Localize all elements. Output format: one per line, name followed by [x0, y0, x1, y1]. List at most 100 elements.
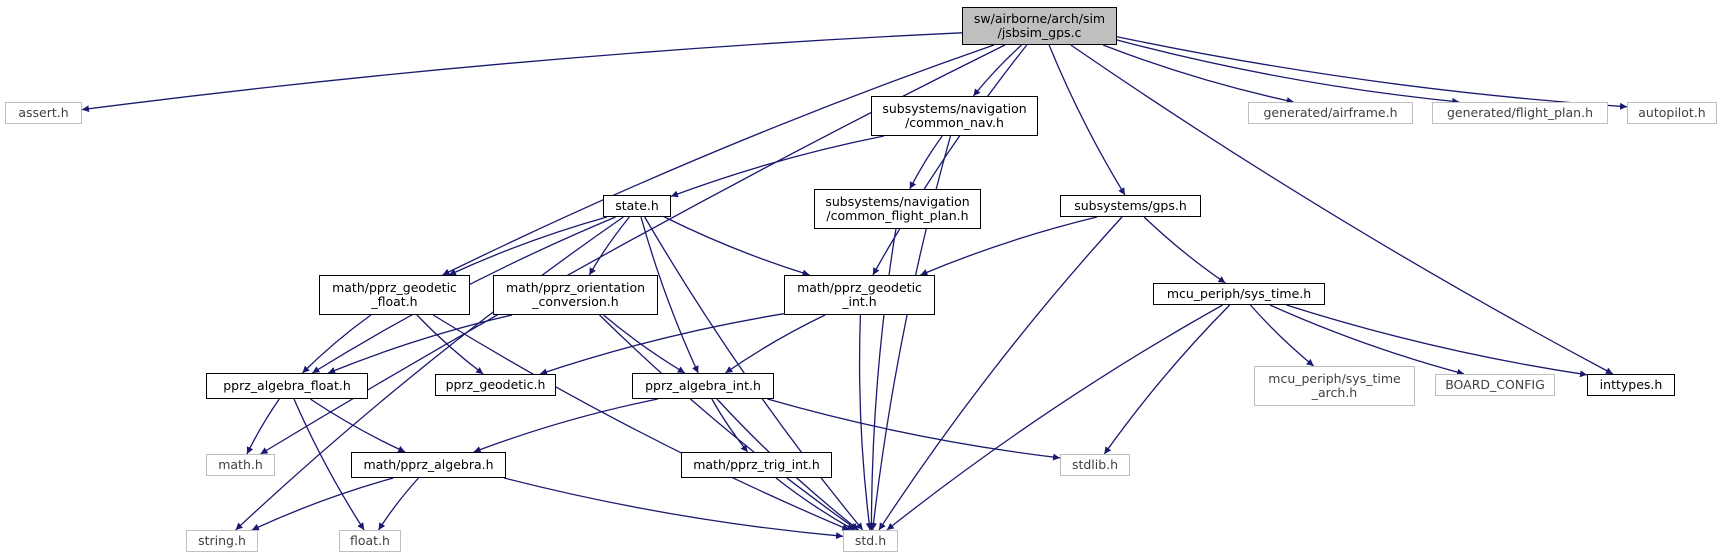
edge-pprz-algebra-h-to-float-h [377, 477, 419, 531]
node-generated-flight-plan-h[interactable]: generated/flight_plan.h [1432, 102, 1608, 124]
node-label-line: subsystems/navigation [825, 194, 970, 209]
edge-state-h-to-string-h [235, 216, 624, 531]
node-label-line: subsystems/navigation [882, 101, 1027, 116]
node-autopilot-h[interactable]: autopilot.h [1627, 102, 1717, 124]
edge-pprz-orientation-conversion-h-to-std-h [599, 314, 858, 531]
node-math-h[interactable]: math.h [206, 454, 275, 476]
node-label-line: sw/airborne/arch/sim [973, 11, 1106, 26]
node-pprz-geodetic-h[interactable]: pprz_geodetic.h [435, 374, 556, 396]
node-label-line: pprz_geodetic.h [445, 377, 546, 392]
node-common-flight-plan-h[interactable]: subsystems/navigation/common_flight_plan… [814, 189, 981, 229]
edge-pprz-trig-int-h-to-std-h [775, 477, 855, 531]
edge-sys-time-h-to-board-config [1269, 304, 1465, 376]
node-pprz-orientation-conversion-h[interactable]: math/pprz_orientation_conversion.h [493, 275, 658, 315]
node-label-line: /common_nav.h [905, 115, 1004, 130]
node-inttypes-h[interactable]: inttypes.h [1587, 374, 1675, 396]
node-label-line: math/pprz_orientation [505, 280, 646, 295]
node-assert-h[interactable]: assert.h [5, 102, 82, 124]
node-label-line: mcu_periph/sys_time.h [1166, 286, 1312, 301]
edge-jsbsim-gps-c-to-generated-airframe-h [1102, 44, 1294, 104]
node-pprz-geodetic-int-h[interactable]: math/pprz_geodetic_int.h [784, 275, 935, 315]
node-jsbsim-gps-c[interactable]: sw/airborne/arch/sim/jsbsim_gps.c [962, 7, 1117, 45]
node-label-line: float.h [350, 533, 390, 548]
node-label-line: _conversion.h [532, 294, 619, 309]
edge-pprz-algebra-float-h-to-pprz-algebra-h [309, 398, 406, 453]
edge-common-flight-plan-h-to-std-h [867, 228, 897, 531]
node-label-line: math.h [218, 457, 263, 472]
node-label-line: _int.h [842, 294, 877, 309]
edge-jsbsim-gps-c-to-pprz-geodetic-int-h [872, 44, 1028, 276]
node-label-line: std.h [854, 533, 887, 548]
edge-jsbsim-gps-c-to-generated-flight-plan-h [1116, 39, 1460, 105]
node-label-line: /common_flight_plan.h [826, 208, 969, 223]
edge-pprz-orientation-conversion-h-to-pprz-algebra-int-h [603, 314, 686, 374]
node-label-line: subsystems/gps.h [1074, 198, 1187, 213]
node-label-line: generated/flight_plan.h [1446, 105, 1593, 120]
node-label-line: _arch.h [1311, 385, 1358, 400]
edge-state-h-to-pprz-orientation-conversion-h [588, 216, 630, 276]
edge-common-nav-h-to-std-h [870, 135, 952, 531]
node-gps-h[interactable]: subsystems/gps.h [1060, 195, 1201, 217]
edge-state-h-to-pprz-geodetic-float-h [448, 216, 608, 276]
node-state-h[interactable]: state.h [603, 195, 671, 217]
node-stdlib-h[interactable]: stdlib.h [1060, 454, 1130, 476]
node-pprz-algebra-h[interactable]: math/pprz_algebra.h [351, 452, 506, 478]
edge-pprz-geodetic-int-h-to-pprz-algebra-int-h [725, 314, 826, 374]
edge-pprz-algebra-int-h-to-pprz-algebra-h [473, 398, 658, 453]
node-pprz-trig-int-h[interactable]: math/pprz_trig_int.h [681, 452, 832, 478]
edge-pprz-algebra-h-to-std-h [503, 477, 844, 540]
node-label-line: math/pprz_trig_int.h [693, 457, 820, 472]
edge-pprz-algebra-float-h-to-math-h [246, 398, 280, 455]
edge-jsbsim-gps-c-to-pprz-geodetic-float-h [442, 44, 995, 276]
edge-pprz-algebra-h-to-string-h [251, 477, 394, 531]
node-pprz-geodetic-float-h[interactable]: math/pprz_geodetic_float.h [319, 275, 470, 315]
node-label-line: math/pprz_algebra.h [363, 457, 494, 472]
node-common-nav-h[interactable]: subsystems/navigation/common_nav.h [871, 96, 1038, 136]
node-label-line: generated/airframe.h [1263, 105, 1398, 120]
edge-jsbsim-gps-c-to-gps-h [1048, 44, 1126, 196]
node-float-h[interactable]: float.h [339, 530, 401, 552]
edge-pprz-algebra-float-h-to-float-h [293, 398, 365, 531]
edge-state-h-to-pprz-geodetic-int-h [664, 216, 810, 277]
node-string-h[interactable]: string.h [186, 530, 258, 552]
edge-jsbsim-gps-c-to-common-nav-h [972, 44, 1023, 97]
node-label-line: autopilot.h [1638, 105, 1706, 120]
node-pprz-algebra-float-h[interactable]: pprz_algebra_float.h [206, 373, 368, 399]
edge-pprz-geodetic-float-h-to-pprz-algebra-float-h [301, 314, 372, 374]
edge-pprz-geodetic-int-h-to-pprz-geodetic-h [539, 313, 785, 376]
edge-sys-time-h-to-std-h [886, 304, 1223, 531]
edge-sys-time-h-to-inttypes-h [1286, 304, 1588, 378]
node-sys-time-arch-h[interactable]: mcu_periph/sys_time_arch.h [1254, 366, 1415, 406]
node-label-line: mcu_periph/sys_time [1268, 371, 1401, 386]
edge-jsbsim-gps-c-to-inttypes-h [1070, 44, 1614, 375]
edge-pprz-geodetic-float-h-to-std-h [432, 314, 850, 531]
node-label-line: stdlib.h [1071, 457, 1119, 472]
node-label-line: inttypes.h [1599, 377, 1663, 392]
edge-sys-time-h-to-stdlib-h [1103, 304, 1231, 455]
edge-common-nav-h-to-common-flight-plan-h [909, 135, 943, 190]
edge-pprz-algebra-int-h-to-pprz-trig-int-h [711, 398, 749, 453]
node-label-line: state.h [615, 198, 659, 213]
node-label-line: string.h [198, 533, 246, 548]
node-label-line: BOARD_CONFIG [1445, 377, 1545, 392]
node-sys-time-h[interactable]: mcu_periph/sys_time.h [1153, 283, 1325, 305]
node-label-line: /jsbsim_gps.c [997, 25, 1082, 40]
edge-pprz-geodetic-int-h-to-std-h [858, 314, 873, 531]
edge-gps-h-to-sys-time-h [1143, 216, 1226, 284]
edge-gps-h-to-pprz-geodetic-int-h [920, 216, 1098, 276]
edge-jsbsim-gps-c-to-assert-h [81, 32, 963, 113]
node-label-line: pprz_algebra_int.h [645, 378, 761, 393]
node-label-line: math/pprz_geodetic [332, 280, 457, 295]
node-board-config[interactable]: BOARD_CONFIG [1435, 374, 1555, 396]
node-label-line: _float.h [371, 294, 418, 309]
node-std-h[interactable]: std.h [843, 530, 898, 552]
node-label-line: math/pprz_geodetic [797, 280, 922, 295]
node-generated-airframe-h[interactable]: generated/airframe.h [1248, 102, 1413, 124]
edge-sys-time-h-to-sys-time-arch-h [1249, 304, 1315, 367]
edge-pprz-orientation-conversion-h-to-pprz-algebra-float-h [327, 314, 513, 374]
node-pprz-algebra-int-h[interactable]: pprz_algebra_int.h [632, 373, 774, 399]
edge-pprz-algebra-int-h-to-stdlib-h [767, 398, 1061, 461]
edge-pprz-geodetic-float-h-to-pprz-geodetic-h [416, 314, 484, 375]
